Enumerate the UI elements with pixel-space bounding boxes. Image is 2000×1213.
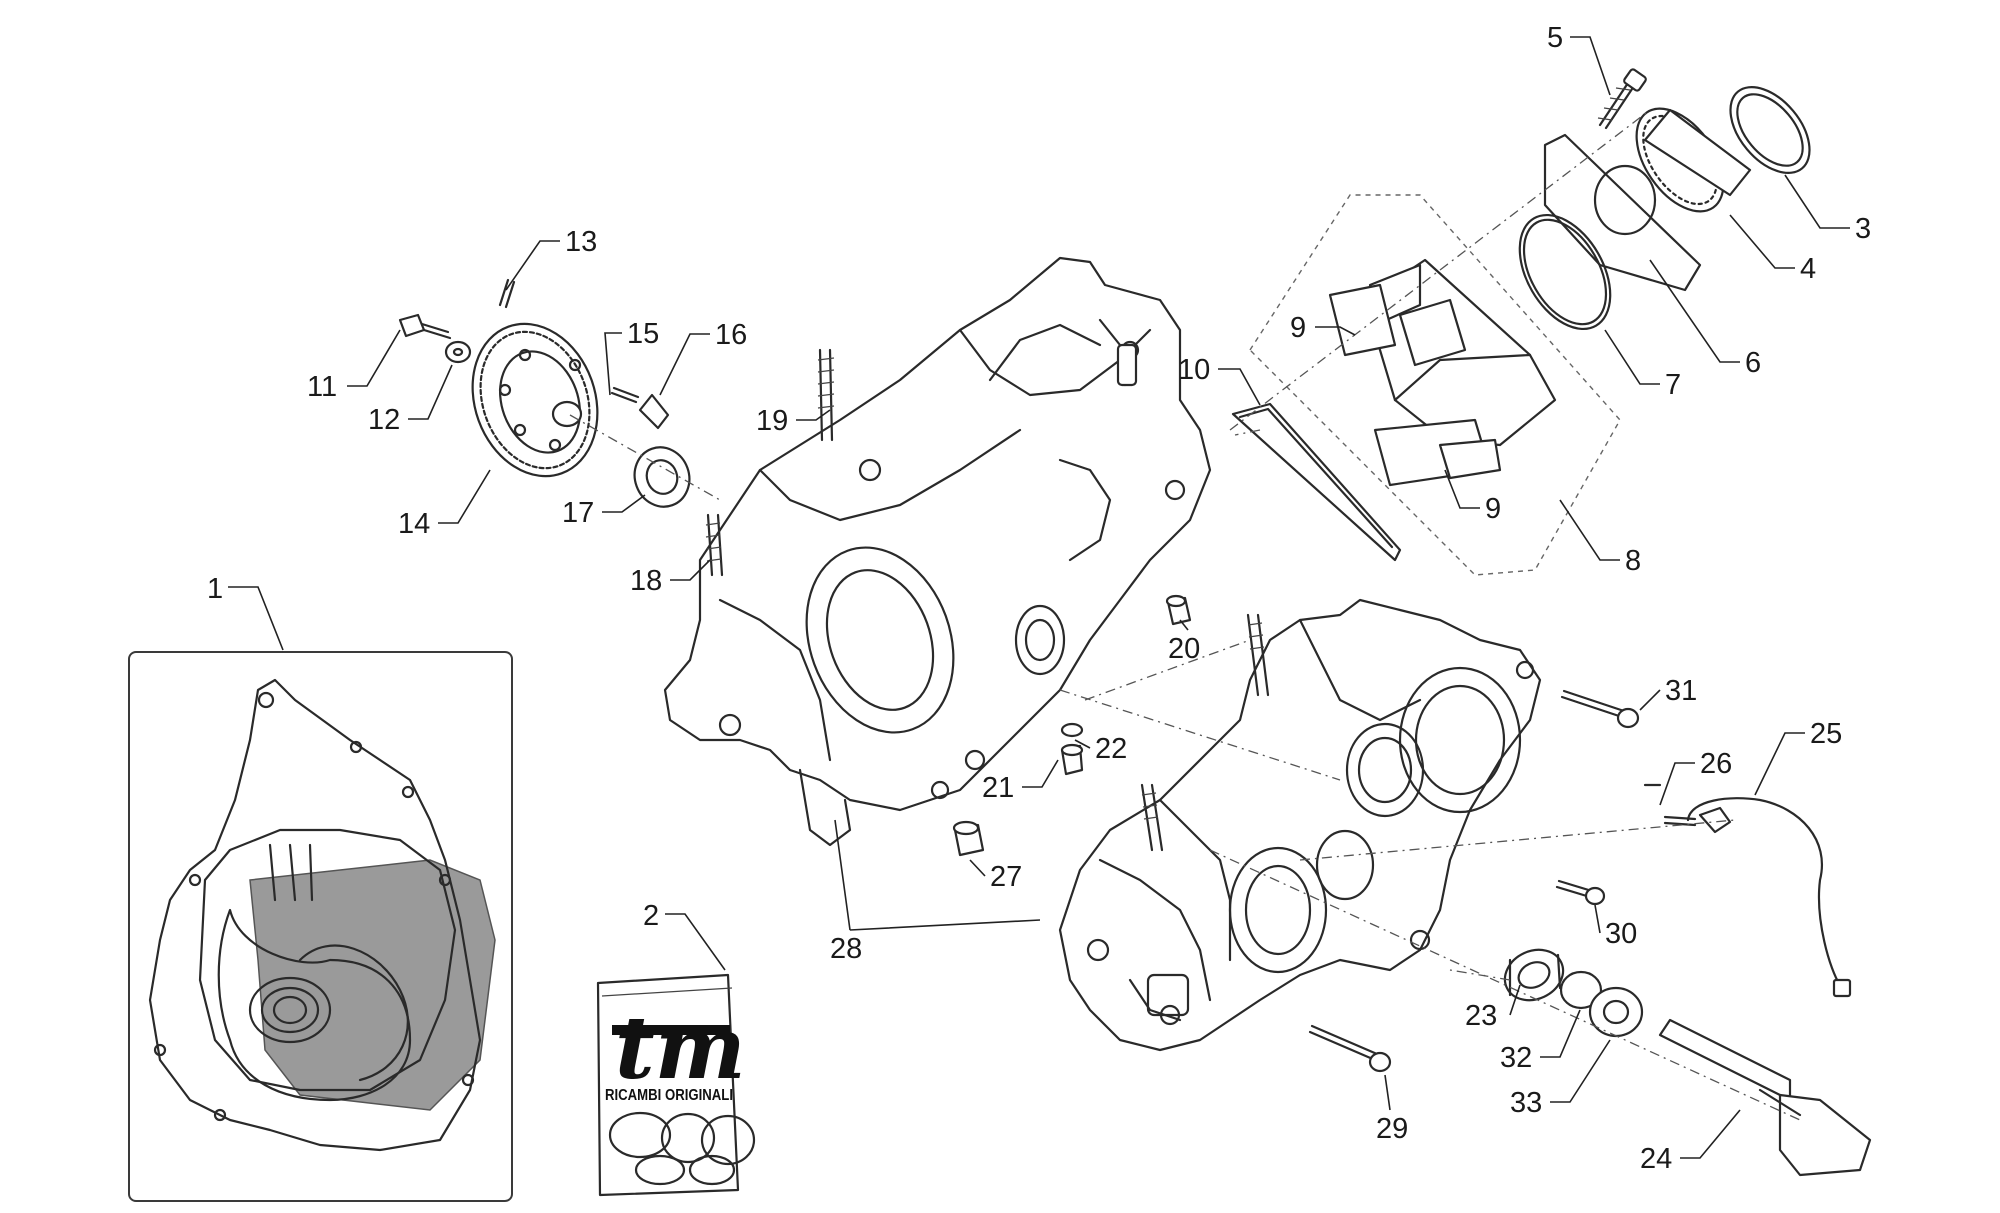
crankcase-studs — [705, 348, 1270, 852]
callout-11: 11 — [307, 371, 337, 403]
callout-14: 14 — [398, 508, 430, 540]
callout-9-upper: 9 — [1290, 312, 1306, 344]
callout-9-lower: 9 — [1485, 493, 1501, 525]
exploded-view-axes — [569, 414, 1341, 781]
bolts-and-sensor — [1299, 689, 1852, 1073]
callout-17: 17 — [562, 497, 594, 529]
callout-2: 2 — [643, 900, 659, 932]
callout-30: 30 — [1605, 918, 1637, 950]
callout-numbers: 1 2 3 4 5 6 7 8 9 9 10 11 12 13 14 15 16… — [207, 22, 1871, 1175]
gasket-kit — [148, 678, 496, 1152]
callout-32: 32 — [1500, 1042, 1532, 1074]
callout-15: 15 — [627, 318, 659, 350]
callout-31: 31 — [1665, 675, 1697, 707]
parts-bag: tm RICAMBI ORIGINALI — [596, 973, 756, 1197]
callout-24: 24 — [1640, 1143, 1672, 1175]
gasket-kit-frame — [128, 651, 513, 1202]
callout-25: 25 — [1810, 718, 1842, 750]
callout-21: 21 — [982, 772, 1014, 804]
callout-26: 26 — [1700, 748, 1732, 780]
callout-33: 33 — [1510, 1087, 1542, 1119]
callout-22: 22 — [1095, 733, 1127, 765]
callout-18: 18 — [630, 565, 662, 597]
callout-10: 10 — [1178, 354, 1210, 386]
bag-label-text: RICAMBI ORIGINALI — [605, 1087, 733, 1104]
callout-16: 16 — [715, 319, 747, 351]
callout-6: 6 — [1745, 347, 1761, 379]
callout-19: 19 — [756, 405, 788, 437]
dowels-and-plug — [952, 594, 1192, 857]
callout-3: 3 — [1855, 213, 1871, 245]
callout-7: 7 — [1665, 369, 1681, 401]
reed-valve-group — [1229, 68, 1811, 576]
gear-assembly — [398, 278, 691, 508]
callout-5: 5 — [1547, 22, 1563, 54]
leader-lines — [228, 36, 1850, 1159]
callout-4: 4 — [1800, 253, 1816, 285]
callout-28: 28 — [830, 933, 862, 965]
left-crankcase-half — [663, 256, 1212, 847]
callout-20: 20 — [1168, 633, 1200, 665]
callout-12: 12 — [368, 404, 400, 436]
callout-1: 1 — [207, 573, 223, 605]
callout-8: 8 — [1625, 545, 1641, 577]
callout-13: 13 — [565, 226, 597, 258]
bag-logo-text: tm — [615, 998, 746, 1099]
right-crankcase-half — [1058, 598, 1542, 1052]
callout-27: 27 — [990, 861, 1022, 893]
callout-29: 29 — [1376, 1113, 1408, 1145]
callout-23: 23 — [1465, 1000, 1497, 1032]
